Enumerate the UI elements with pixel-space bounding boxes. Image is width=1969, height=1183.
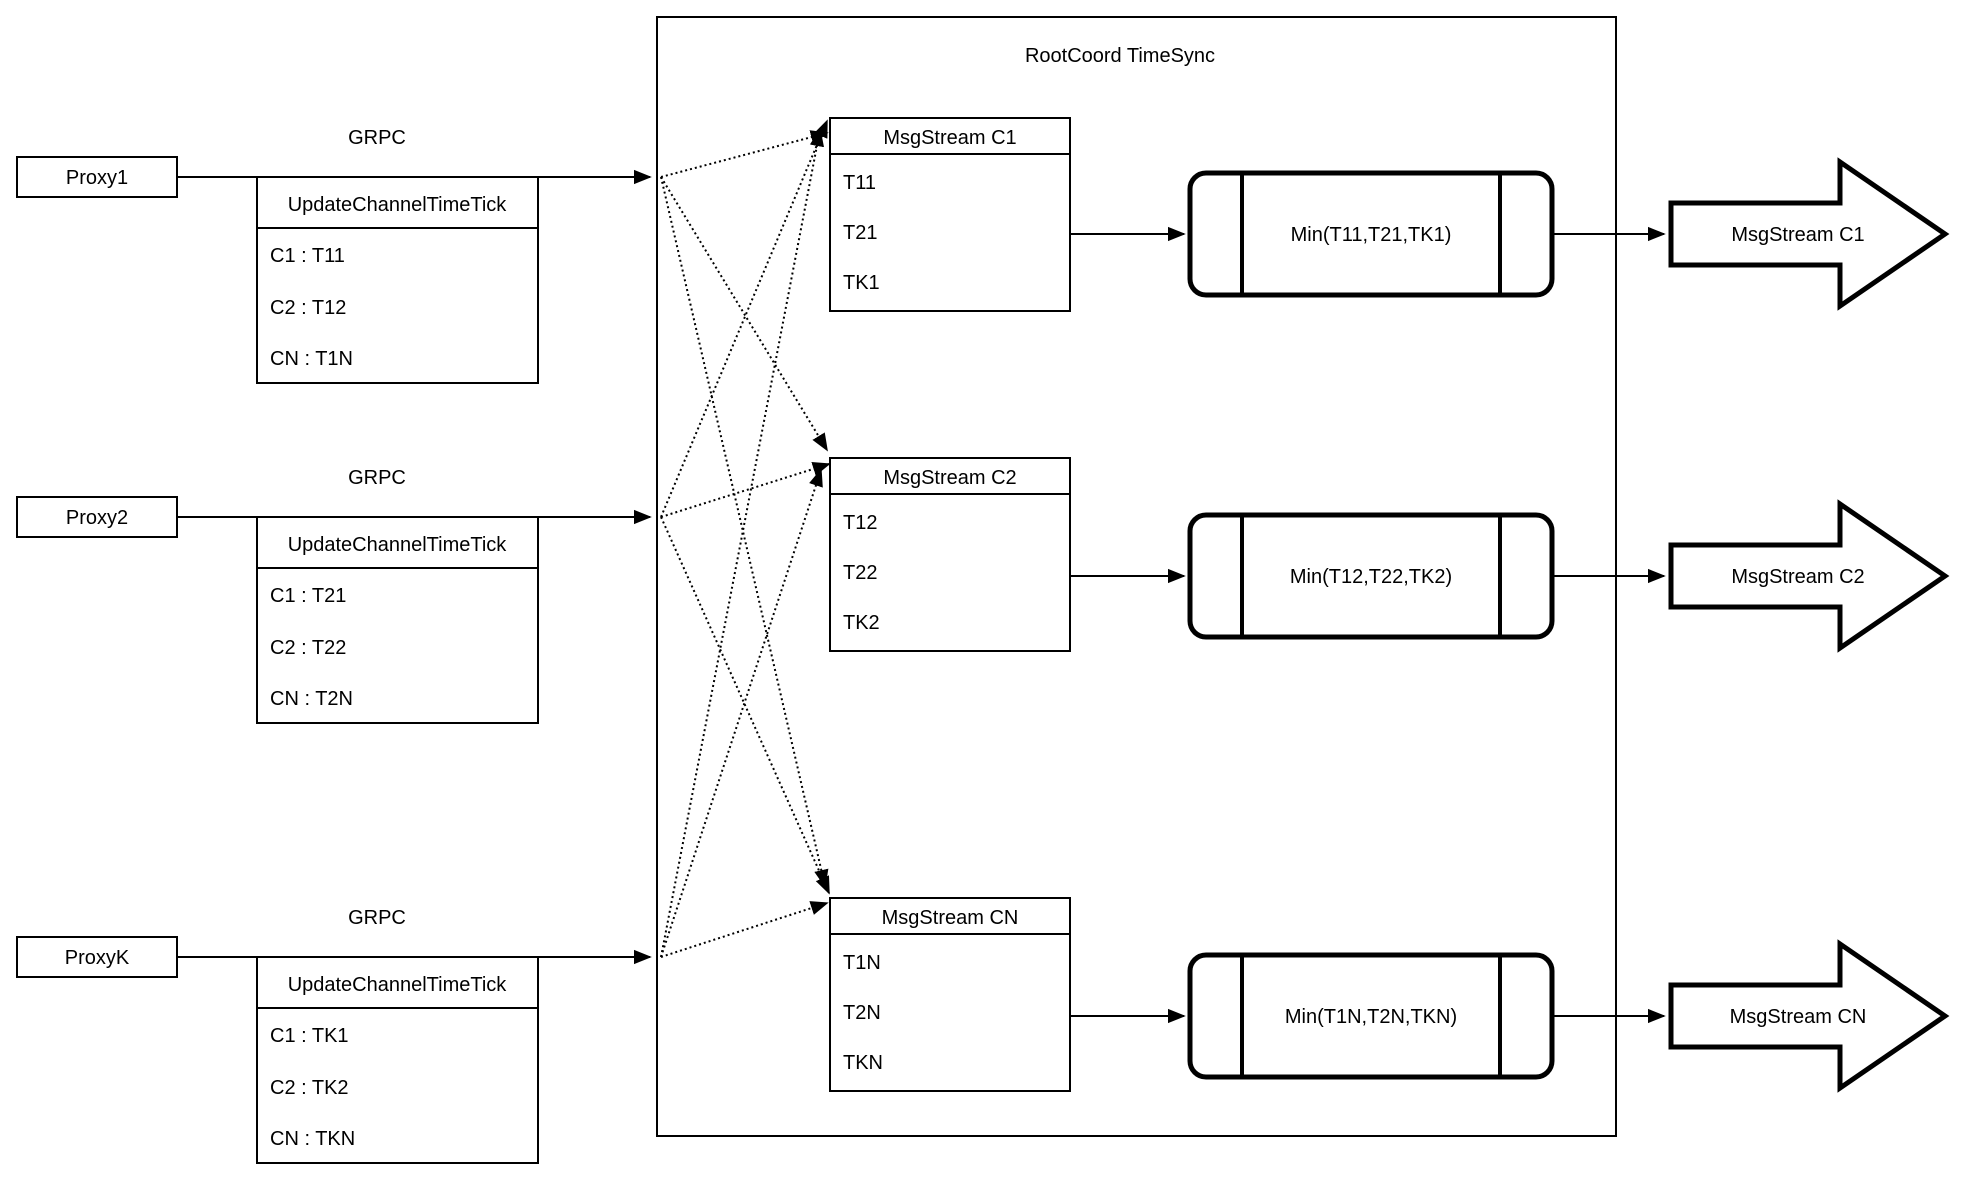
fanout-dotted-arrow bbox=[660, 176, 828, 452]
proxy-table-row: C1 : T11 bbox=[270, 245, 345, 267]
output-block-arrow bbox=[1668, 939, 1950, 1093]
msgstream-table-row: TKN bbox=[843, 1052, 883, 1074]
proxy-table-row: CN : T1N bbox=[270, 348, 353, 370]
proxy-label: Proxy2 bbox=[66, 507, 128, 529]
fanout-dotted-arrow bbox=[660, 176, 829, 888]
grpc-label: GRPC bbox=[348, 127, 406, 149]
fanout-dotted-arrow bbox=[660, 119, 828, 518]
proxy-table-row: C1 : TK1 bbox=[270, 1025, 349, 1047]
fanout-dotted-arrow bbox=[660, 128, 825, 958]
output-arrow-label: MsgStream C2 bbox=[1731, 566, 1864, 588]
proxy-table-row: C2 : T12 bbox=[270, 297, 346, 319]
proxy-table-header: UpdateChannelTimeTick bbox=[288, 974, 508, 996]
proxy-table-row: CN : TKN bbox=[270, 1128, 355, 1150]
proxy-timetick-table bbox=[256, 516, 539, 724]
min-label: Min(T1N,T2N,TKN) bbox=[1285, 1006, 1457, 1028]
proxy-table-row: CN : T2N bbox=[270, 688, 353, 710]
fanout-dotted-arrow bbox=[660, 468, 823, 958]
proxy-label: Proxy1 bbox=[66, 167, 128, 189]
msgstream-table bbox=[829, 457, 1071, 652]
msgstream-table-row: T11 bbox=[843, 172, 876, 194]
msgstream-table bbox=[829, 897, 1071, 1092]
msgstream-table-header: MsgStream CN bbox=[882, 907, 1019, 929]
msgstream-table-header: MsgStream C1 bbox=[883, 127, 1016, 149]
msgstream-table-row: T1N bbox=[843, 952, 881, 974]
proxy-table-header: UpdateChannelTimeTick bbox=[288, 194, 508, 216]
output-block-arrow bbox=[1668, 499, 1950, 653]
fanout-dotted-arrow bbox=[660, 462, 831, 518]
msgstream-table-row: T22 bbox=[843, 562, 877, 584]
proxy-box bbox=[16, 496, 178, 538]
proxy-box bbox=[16, 156, 178, 198]
msgstream-table bbox=[829, 117, 1071, 312]
proxy-timetick-table bbox=[256, 956, 539, 1164]
msgstream-table-row: T2N bbox=[843, 1002, 881, 1024]
output-block-arrow bbox=[1668, 157, 1950, 311]
fanout-dotted-arrow bbox=[660, 130, 829, 178]
msgstream-table-row: T12 bbox=[843, 512, 877, 534]
min-label: Min(T11,T21,TK1) bbox=[1291, 224, 1452, 246]
proxy-table-row: C2 : T22 bbox=[270, 637, 346, 659]
msgstream-table-header: MsgStream C2 bbox=[883, 467, 1016, 489]
rootcoord-title: RootCoord TimeSync bbox=[1025, 45, 1215, 67]
proxy-box bbox=[16, 936, 178, 978]
fanout-dotted-arrow bbox=[660, 901, 829, 958]
proxy-table-row: C1 : T21 bbox=[270, 585, 346, 607]
grpc-label: GRPC bbox=[348, 907, 406, 929]
fanout-dotted-arrow bbox=[660, 516, 830, 895]
output-arrow-label: MsgStream CN bbox=[1730, 1006, 1867, 1028]
proxy-label: ProxyK bbox=[65, 947, 130, 969]
output-arrow-label: MsgStream C1 bbox=[1731, 224, 1864, 246]
proxy-timetick-table bbox=[256, 176, 539, 384]
grpc-label: GRPC bbox=[348, 467, 406, 489]
msgstream-table-row: T21 bbox=[843, 222, 877, 244]
proxy-table-row: C2 : TK2 bbox=[270, 1077, 349, 1099]
msgstream-table-row: TK2 bbox=[843, 612, 880, 634]
proxy-table-header: UpdateChannelTimeTick bbox=[288, 534, 508, 556]
msgstream-table-row: TK1 bbox=[843, 272, 880, 294]
min-label: Min(T12,T22,TK2) bbox=[1290, 566, 1452, 588]
